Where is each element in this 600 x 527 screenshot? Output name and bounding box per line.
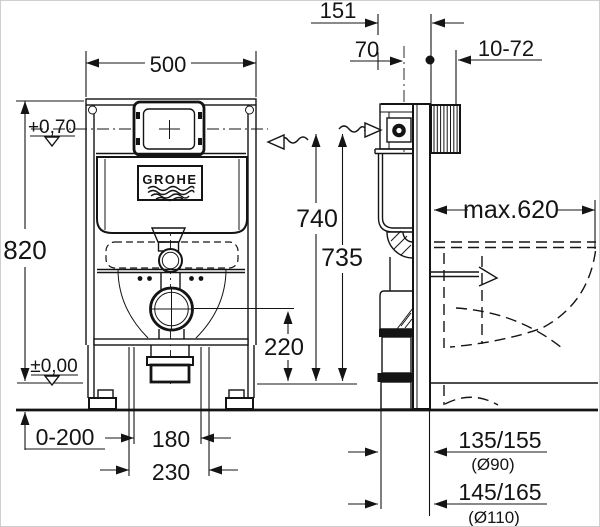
frame-screw-right [245,105,254,115]
outlet-box [149,363,191,384]
dimension-70: 70 [350,37,403,70]
dimension-820: 820 [3,100,84,381]
dim-135-155-label: 135/155 [458,427,541,453]
cistern-front: GROHE [96,152,248,234]
flush-actuation-window [132,100,206,157]
flush-flow-arrow-icon [266,133,285,151]
wall-hatch-block [430,104,461,154]
dim-230-label: 230 [152,459,190,485]
water-level-label: +0,70 [28,117,76,138]
wc-mounting-arm [430,266,499,287]
frame-screw-left [88,105,97,115]
foot-plate-left [88,397,117,410]
level-mark-top: +0,70 [28,117,76,148]
floor-lines [16,382,598,412]
dim-180-label: 180 [152,426,190,452]
mounting-rail [412,103,431,410]
dim-reference-dot [425,55,435,65]
dimension-180: 180 [105,347,231,452]
dim-70-label: 70 [355,37,379,62]
drain-pipe [381,336,412,374]
dim-0-200-label: 0-200 [36,424,95,450]
dim-10-72-label: 10-72 [478,36,534,61]
wc-bowl-dashed-outline [434,241,597,406]
flush-valve-and-drain [97,227,245,384]
floor-level-label: ±0,00 [30,356,77,377]
dimension-max620: max.620 [434,196,596,249]
drain-pipe-lower [380,381,412,410]
dimension-500: 500 [85,51,257,97]
dimension-740: 740 [296,134,338,381]
dim-735-label: 735 [321,244,363,272]
grohe-logo-text: GROHE [142,172,197,187]
dimension-230: 230 [100,347,238,485]
dim-820-label: 820 [3,235,46,265]
grohe-logo-box [137,165,203,201]
pipe-seal-lower [377,373,415,382]
side-view [374,103,597,410]
level-mark-bottom: ±0,00 [30,356,78,387]
dim-dia-90-label: (Ø90) [471,455,514,474]
dimension-0-200: 0-200 [20,412,105,450]
dim-151-label: 151 [320,1,357,23]
flush-bend [386,231,414,259]
flush-flow-wave [281,136,309,144]
dim-220-label: 220 [264,334,304,361]
dim-max620-label: max.620 [463,196,559,224]
foot-right-upper [228,389,245,399]
dim-145-165-label: 145/165 [458,479,541,505]
dimension-220: 220 [194,308,304,381]
dim-dia-110-label: (Ø110) [468,508,520,527]
dimension-151: 151 [311,1,464,104]
grohe-logo-waves [147,185,195,202]
dimension-135-155: 135/155 (Ø90) [348,387,547,516]
dim-740-label: 740 [296,205,338,233]
dimension-10-72: 10-72 [425,36,542,105]
foot-plate-right [225,397,254,410]
supply-flow-arrow-icon [364,121,383,139]
dimension-735: 735 [321,134,363,381]
pipe-seal-upper [379,329,414,337]
dimension-145-165: 145/165 (Ø110) [348,479,547,527]
dim-500-label: 500 [150,52,187,77]
foot-left-upper [97,389,114,399]
flow-arrows [266,121,383,151]
inspection-zone-dashed [105,241,239,269]
supply-flow-wave [338,125,366,133]
